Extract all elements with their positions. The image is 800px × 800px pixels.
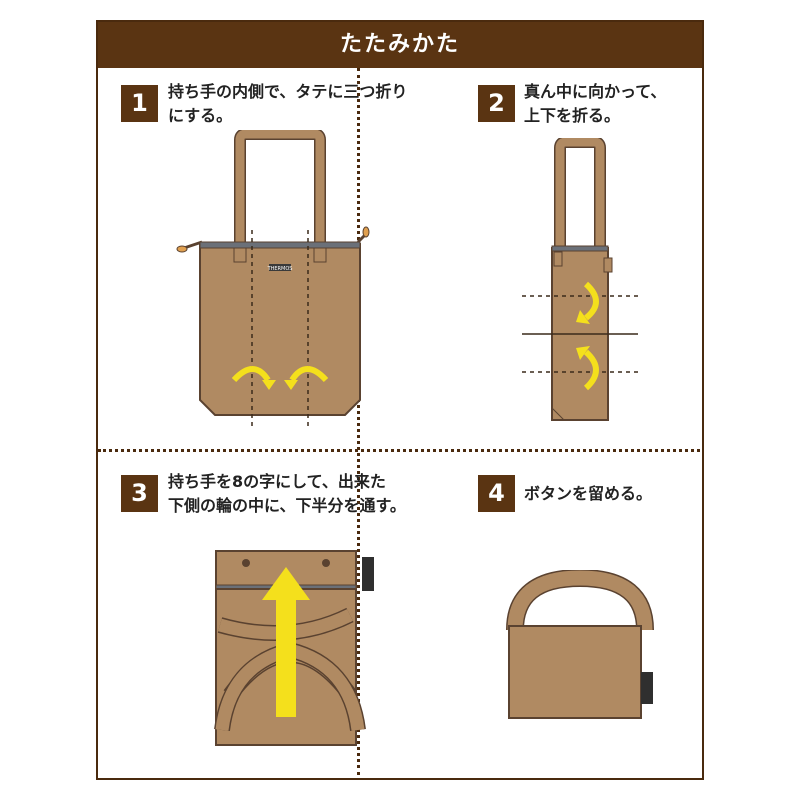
step-1-number: 1 <box>121 85 158 122</box>
step-4-text: ボタンを留める。 <box>524 484 653 503</box>
vertical-divider <box>357 68 360 775</box>
step-2-text: 真ん中に向かって、 上下を折る。 <box>524 82 667 125</box>
step-2-illustration <box>522 138 638 421</box>
page-title: たたみかた <box>98 22 702 68</box>
brand-label: THERMOS <box>267 266 293 272</box>
horizontal-divider <box>98 449 700 452</box>
step-3-number: 3 <box>121 475 158 512</box>
step-1-illustration: THERMOS <box>176 130 370 428</box>
step-4-illustration <box>506 570 654 719</box>
step-3-text: 持ち手を8の字にして、出来た 下側の輪の中に、下半分を通す。 <box>168 472 406 515</box>
step-4-number: 4 <box>478 475 515 512</box>
step-2-number: 2 <box>478 85 515 122</box>
step-1-text: 持ち手の内側で、タテに三つ折り にする。 <box>168 82 408 125</box>
step-3-illustration <box>214 550 374 746</box>
